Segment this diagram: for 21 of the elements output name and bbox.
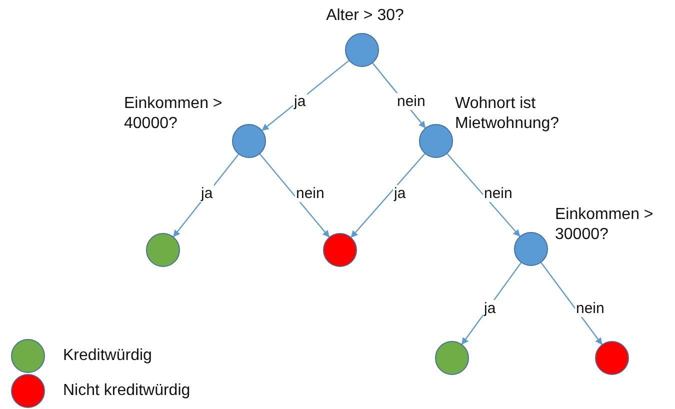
legend-label: Nicht kreditwürdig bbox=[63, 382, 190, 400]
edge-label: nein bbox=[483, 185, 514, 202]
arrow bbox=[350, 153, 426, 238]
edge-label: ja bbox=[483, 300, 497, 317]
arrow bbox=[173, 154, 239, 238]
edge-label: nein bbox=[396, 93, 426, 110]
edge-label: ja bbox=[293, 93, 307, 110]
question-label: Alter > 30? bbox=[325, 6, 405, 26]
edge-label: ja bbox=[200, 185, 214, 202]
edge-label: nein bbox=[295, 185, 326, 202]
arrow bbox=[259, 154, 330, 238]
arrow bbox=[461, 262, 522, 345]
edge-label: ja bbox=[393, 185, 407, 202]
arrow bbox=[262, 60, 350, 131]
legend-label: Kreditwürdig bbox=[63, 347, 152, 365]
arrow bbox=[446, 153, 520, 237]
arrow bbox=[540, 262, 602, 345]
question-label: Einkommen > 30000? bbox=[555, 205, 654, 245]
edge-label: nein bbox=[575, 300, 606, 317]
question-label: Einkommen > 40000? bbox=[124, 94, 224, 134]
question-label: Wohnort ist Mietwohnung? bbox=[455, 94, 560, 134]
